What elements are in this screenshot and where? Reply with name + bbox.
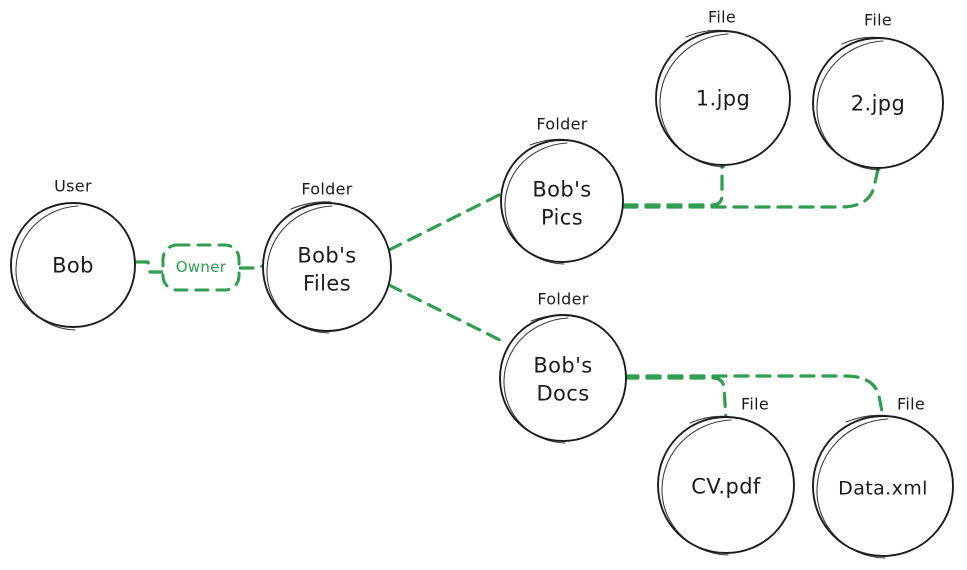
edge-docs-to-cvpdf[interactable]	[623, 376, 728, 421]
edge-bob-to-owner-label[interactable]	[134, 260, 164, 274]
node-docs[interactable]	[500, 315, 626, 441]
node-files-shape[interactable]	[262, 201, 392, 334]
node-jpg1-shape[interactable]	[655, 29, 791, 168]
node-dataxml-shape[interactable]	[812, 414, 954, 559]
edge-docs-to-dataxml[interactable]	[623, 374, 885, 419]
node-bob-shape[interactable]	[10, 202, 136, 331]
edge-files-to-docs[interactable]	[387, 283, 508, 345]
edge-pics-to-jpg1[interactable]	[622, 164, 724, 207]
node-pics[interactable]	[501, 140, 623, 262]
edge-pics-to-jpg2[interactable]	[622, 167, 880, 209]
node-bob[interactable]	[11, 203, 135, 327]
edge-layer	[134, 164, 885, 421]
node-jpg2[interactable]	[813, 38, 943, 168]
node-cvpdf[interactable]	[658, 417, 794, 553]
edge-label-owner-box[interactable]	[161, 243, 241, 292]
edge-owner-label-to-files[interactable]	[238, 264, 265, 270]
node-pics-shape[interactable]	[500, 138, 624, 265]
node-layer	[10, 29, 954, 559]
node-cvpdf-shape[interactable]	[657, 415, 795, 556]
node-docs-shape[interactable]	[499, 314, 627, 444]
node-jpg1[interactable]	[656, 31, 790, 165]
node-jpg2-shape[interactable]	[812, 36, 944, 171]
edge-label-owner-hit[interactable]	[161, 243, 241, 291]
node-dataxml[interactable]	[813, 416, 953, 556]
edge-files-to-pics[interactable]	[387, 191, 505, 252]
node-files[interactable]	[263, 203, 391, 331]
